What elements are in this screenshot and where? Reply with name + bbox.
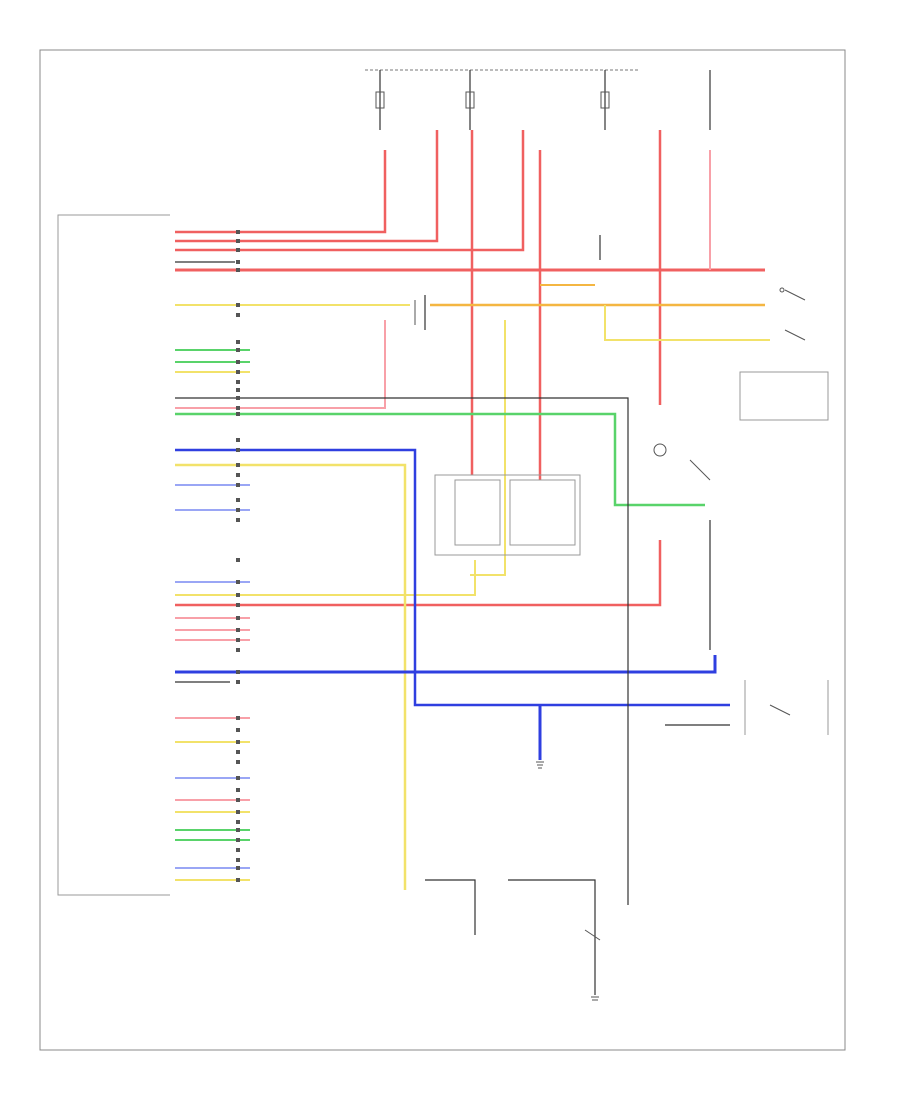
connector-icon: [236, 303, 240, 307]
connector-icon: [236, 798, 240, 802]
connector-icon: [236, 498, 240, 502]
connector-icon: [236, 360, 240, 364]
buzzer-icon: [653, 443, 667, 457]
connector-icon: [236, 268, 240, 272]
connector-icon: [236, 348, 240, 352]
connector-icon: [236, 810, 240, 814]
wire-blue: [175, 448, 730, 707]
wire-red: [175, 130, 439, 243]
gray-wires: [434, 371, 829, 735]
connector-icon: [236, 750, 240, 754]
wire-green: [175, 412, 705, 507]
fuse-icon: [600, 91, 610, 109]
connector-icon: [236, 239, 240, 243]
diagram-frame: [39, 49, 846, 1051]
connector-icon: [236, 648, 240, 652]
connector-icon: [236, 412, 240, 416]
connector-icon: [236, 638, 240, 642]
connector-icon: [236, 603, 240, 607]
connector-icon: [236, 760, 240, 764]
module-pins: [236, 230, 240, 882]
connector-icon: [236, 580, 240, 584]
wire-yellow: [175, 463, 407, 890]
connector-icon: [236, 866, 240, 870]
switch-icon: [784, 329, 806, 341]
connector-icon: [236, 670, 240, 674]
connector-icon: [236, 838, 240, 842]
wire-black: [425, 879, 476, 935]
connector-icon: [236, 628, 240, 632]
cluster-inner-right: [509, 479, 576, 546]
switch-icon: [769, 704, 791, 716]
switch-contact: [779, 287, 785, 293]
connector-icon: [236, 728, 240, 732]
connector-icon: [236, 508, 240, 512]
connector-icon: [236, 680, 240, 684]
wire-yellow: [470, 320, 506, 576]
switch-outline: [739, 371, 829, 421]
connector-icon: [236, 388, 240, 392]
cluster-inner-left: [454, 479, 501, 546]
wire-yellow: [175, 560, 476, 596]
connector-icon: [236, 878, 240, 882]
switch-icon: [584, 929, 601, 941]
module-outline: [57, 214, 170, 896]
connector-icon: [236, 820, 240, 824]
switch-icon: [689, 459, 711, 481]
connector-icon: [236, 448, 240, 452]
ground-group: [536, 761, 599, 1001]
switch-group: [414, 287, 806, 941]
connector-icon: [236, 260, 240, 264]
connector-icon: [236, 483, 240, 487]
connector-icon: [236, 848, 240, 852]
fuse-icon: [375, 91, 385, 109]
connector-icon: [236, 406, 240, 410]
switch-icon: [784, 289, 806, 301]
wire-red: [175, 150, 387, 234]
connector-icon: [236, 438, 240, 442]
connector-icon: [236, 788, 240, 792]
wire-pink: [175, 320, 386, 409]
wire-red: [175, 540, 662, 607]
connector-icon: [236, 380, 240, 384]
black-wires: [175, 235, 730, 995]
connector-icon: [236, 463, 240, 467]
ground-icon: [536, 761, 544, 769]
connector-icon: [236, 858, 240, 862]
connector-icon: [236, 828, 240, 832]
connector-icon: [236, 616, 240, 620]
connector-icon: [236, 473, 240, 477]
fuse-icon: [465, 91, 475, 109]
fuse-group: [375, 70, 711, 130]
connector-icon: [236, 518, 240, 522]
connector-icon: [236, 593, 240, 597]
connector-icon: [236, 740, 240, 744]
wire-red: [175, 130, 525, 252]
wire-blue: [175, 655, 717, 674]
connector-icon: [236, 776, 240, 780]
wire-black: [508, 879, 596, 995]
connector-icon: [236, 558, 240, 562]
wire-yellow: [604, 305, 770, 341]
connector-icon: [236, 340, 240, 344]
connector-icon: [236, 396, 240, 400]
red-wires: [175, 130, 765, 607]
ground-icon: [591, 996, 599, 1001]
blue-wires: [175, 448, 730, 869]
switch-bracket: [744, 680, 829, 735]
connector-icon: [236, 313, 240, 317]
connector-icon: [236, 716, 240, 720]
connector-icon: [236, 370, 240, 374]
connector-icon: [236, 230, 240, 234]
wire-black: [175, 397, 629, 905]
cluster-outline: [434, 474, 581, 556]
connector-icon: [236, 248, 240, 252]
